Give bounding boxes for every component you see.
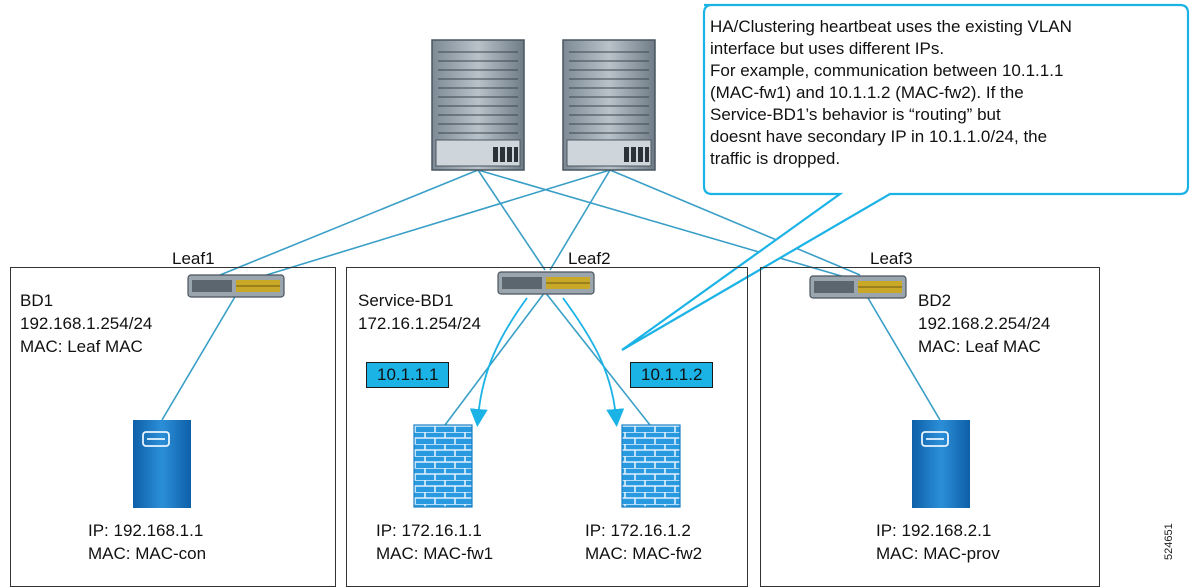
- callout-line: (MAC-fw1) and 10.1.1.2 (MAC-fw2). If the: [710, 83, 1024, 102]
- link-spine2-leaf1: [249, 169, 611, 281]
- link-leaf3-provider: [867, 297, 941, 421]
- leaf-switch-2: [497, 271, 595, 295]
- bd2-mac: MAC: Leaf MAC: [918, 337, 1041, 356]
- callout-text: HA/Clustering heartbeat uses the existin…: [710, 16, 1170, 170]
- bd1-mac: MAC: Leaf MAC: [20, 337, 143, 356]
- callout-line: For example, communication between 10.1.…: [710, 61, 1064, 80]
- server-icon-provider: [912, 420, 970, 508]
- bd2-name: BD2: [918, 291, 952, 310]
- leaf-endpoint-links: [161, 291, 941, 426]
- callout-line: Service-BD1’s behavior is “routing” but: [710, 105, 1001, 124]
- leaf-switch-1: [187, 274, 285, 298]
- spine-leaf-links: [219, 169, 861, 281]
- callout-line: traffic is dropped.: [710, 149, 841, 168]
- firewall-icon-fw2: [621, 424, 681, 508]
- figure-id: 524651: [1163, 523, 1175, 560]
- link-spine2-leaf3: [609, 169, 861, 276]
- bd1-subnet: 192.168.1.254/24: [20, 314, 153, 333]
- link-spine2-leaf2: [549, 169, 611, 271]
- bd2-subnet: 192.168.2.254/24: [918, 314, 1051, 333]
- leaf1-label: Leaf1: [172, 249, 215, 268]
- fw2-mac: MAC: MAC-fw2: [585, 544, 703, 563]
- fw2-ip: IP: 172.16.1.2: [585, 521, 691, 540]
- callout-bubble: [621, 3, 1190, 351]
- link-spine1-leaf2: [477, 169, 546, 271]
- fw2-ip-tag: 10.1.1.2: [630, 362, 714, 388]
- heartbeat-arrows: [469, 297, 625, 427]
- link-leaf2-fw1: [444, 291, 546, 426]
- server-icon-consumer: [133, 420, 191, 508]
- link-spine1-leaf3: [477, 169, 856, 281]
- link-leaf2-fw2: [544, 291, 651, 426]
- leaf-switch-3: [809, 275, 907, 299]
- bd1-name: BD1: [20, 291, 54, 310]
- fw1-mac: MAC: MAC-fw1: [376, 544, 494, 563]
- consumer-ip: IP: 192.168.1.1: [88, 521, 204, 540]
- spine-switch-1: [431, 39, 525, 171]
- link-leaf1-consumer: [161, 294, 237, 421]
- link-spine1-leaf1: [219, 169, 479, 276]
- callout-line: HA/Clustering heartbeat uses the existin…: [710, 17, 1072, 36]
- service-bd1-name: Service-BD1: [358, 291, 454, 310]
- firewall-icon-fw1: [413, 424, 473, 508]
- spine-switch-2: [562, 39, 656, 171]
- consumer-mac: MAC: MAC-con: [88, 544, 207, 563]
- leaf3-label: Leaf3: [870, 249, 913, 268]
- heartbeat-arrow-fw1: [469, 297, 528, 427]
- service-bd1-subnet: 172.16.1.254/24: [358, 314, 481, 333]
- callout-line: interface but uses different IPs.: [710, 39, 945, 58]
- heartbeat-arrow-fw2: [562, 297, 625, 427]
- leaf2-label: Leaf2: [568, 249, 611, 268]
- callout-line: doesnt have secondary IP in 10.1.1.0/24,…: [710, 127, 1048, 146]
- network-diagram: [133, 3, 1190, 508]
- fw1-ip: IP: 172.16.1.1: [376, 521, 482, 540]
- provider-ip: IP: 192.168.2.1: [876, 521, 992, 540]
- provider-mac: MAC: MAC-prov: [876, 544, 1000, 563]
- fw1-ip-tag: 10.1.1.1: [366, 362, 450, 388]
